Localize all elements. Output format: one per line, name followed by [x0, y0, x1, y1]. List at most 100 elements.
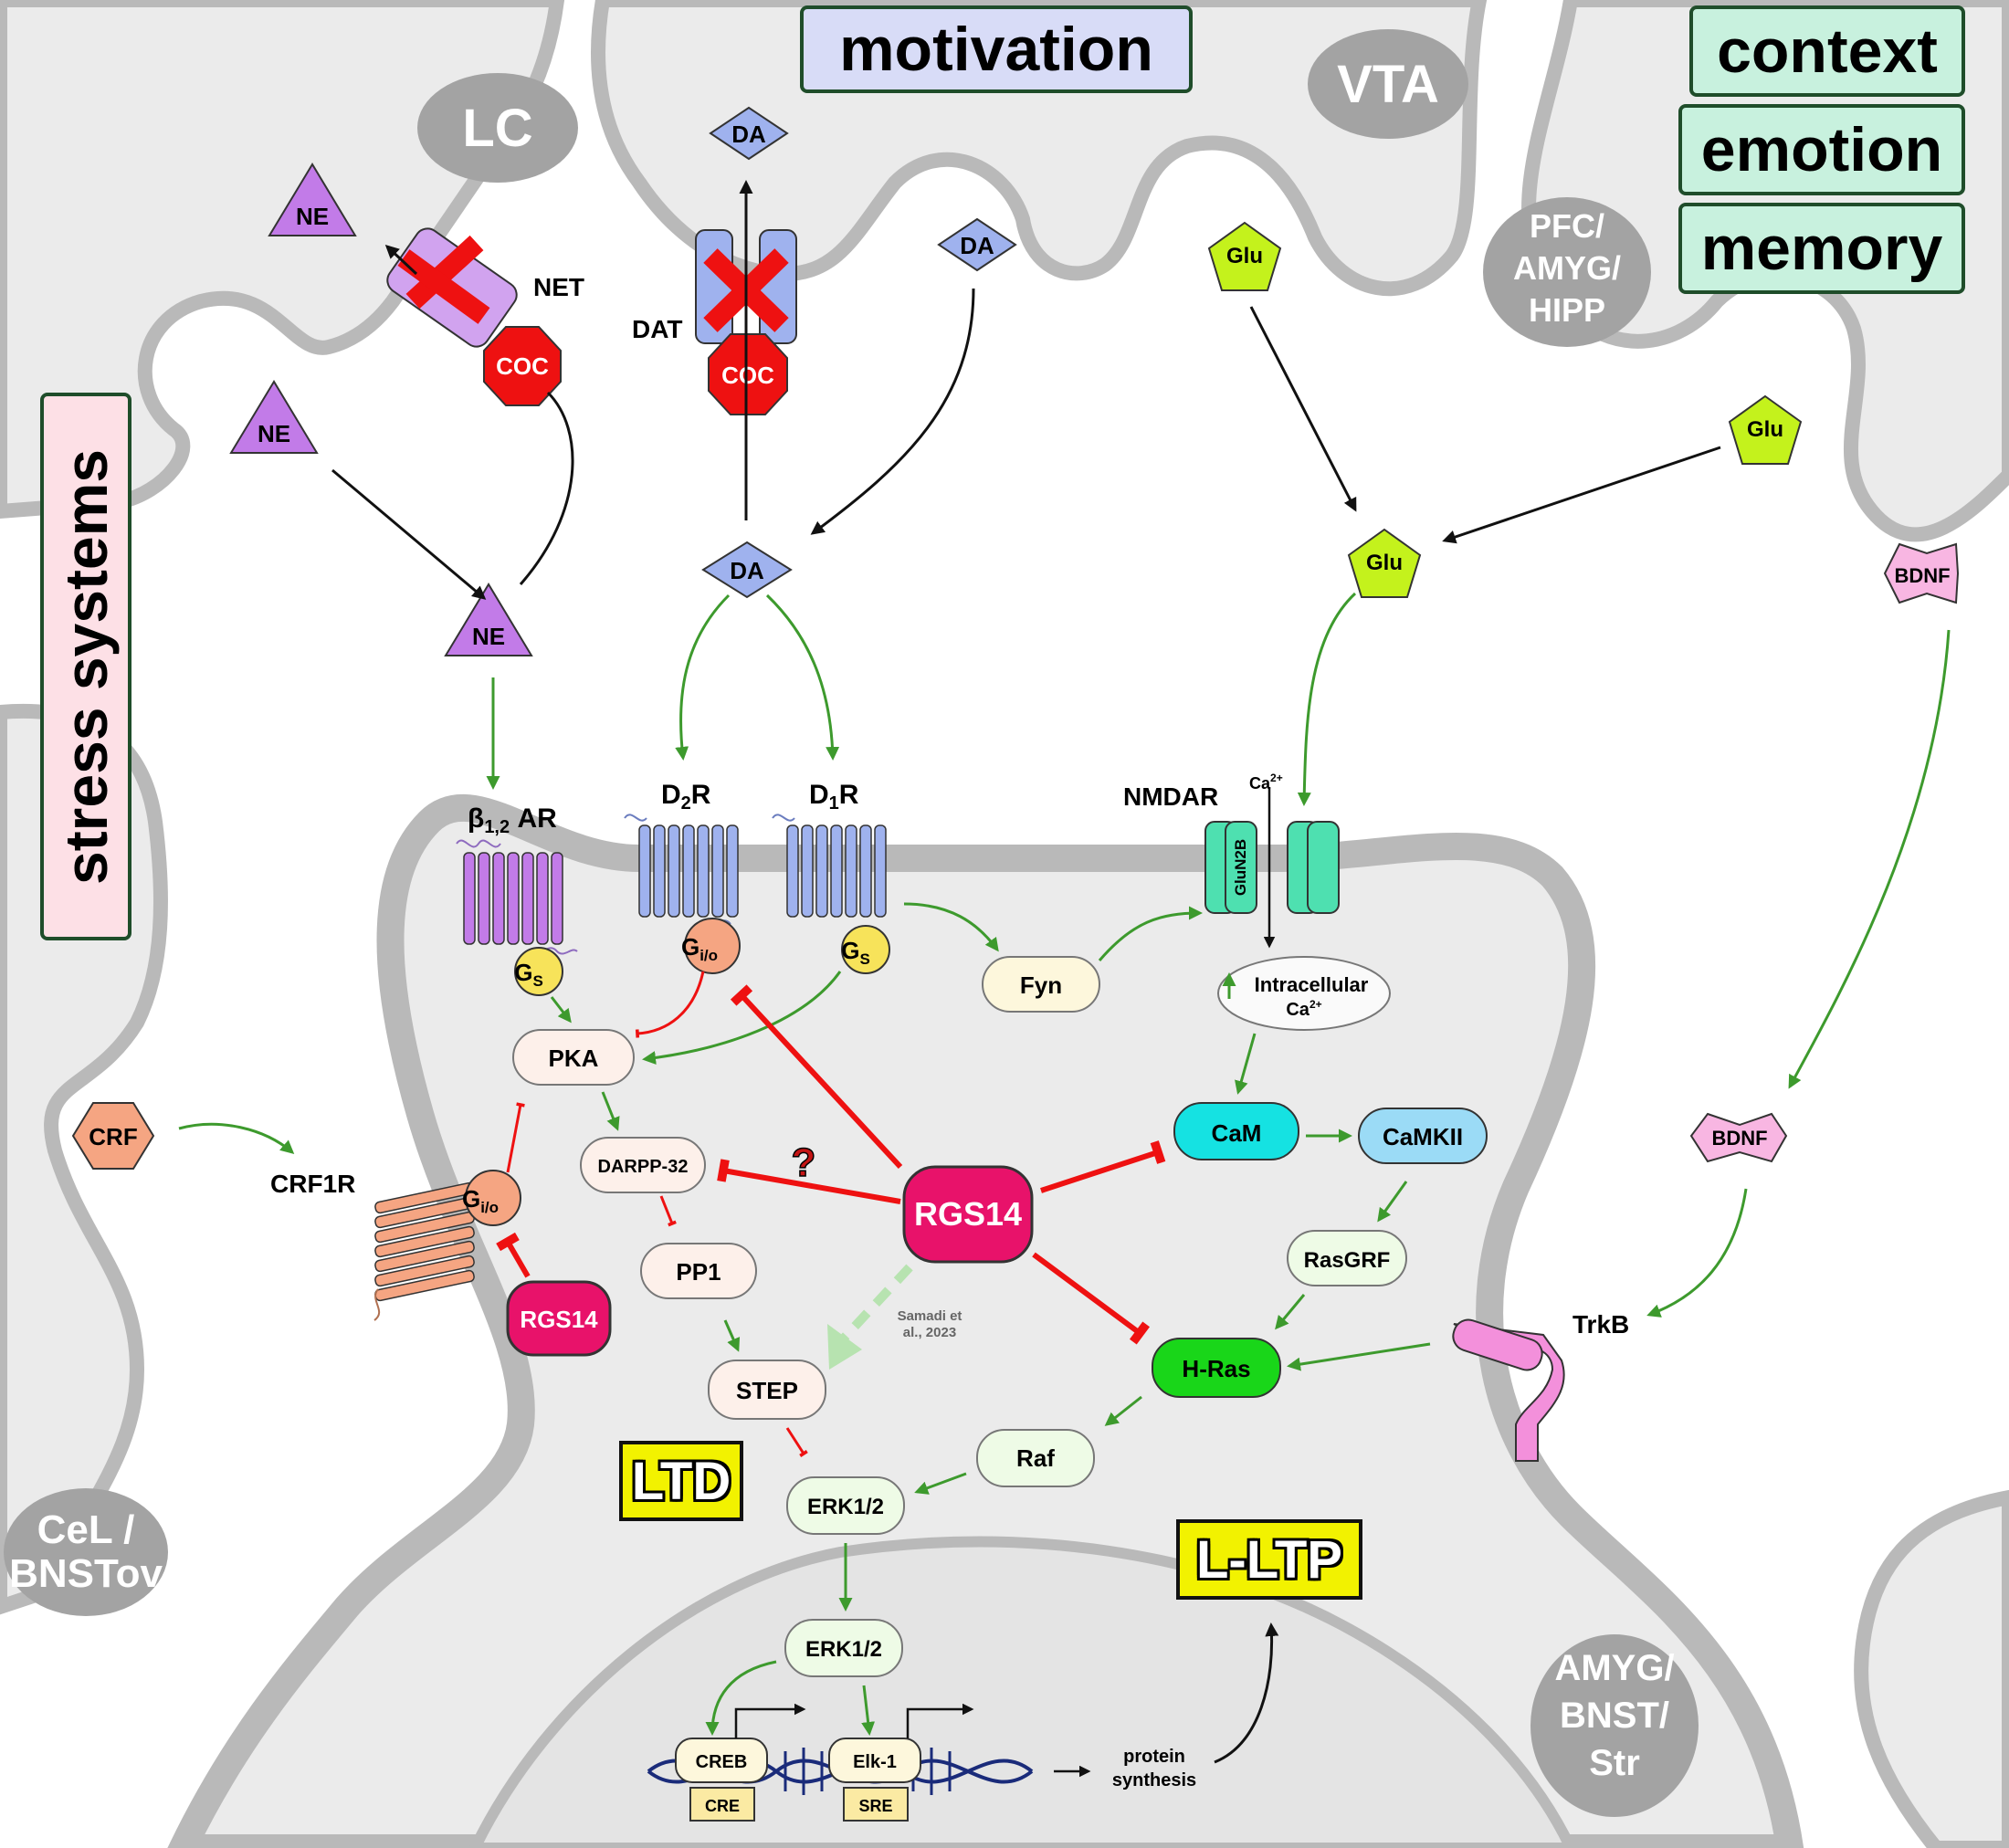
node-rgs14[interactable]: RGS14: [902, 1165, 1034, 1264]
dat-transporter: DAT: [632, 229, 797, 344]
bdnf-molecule: BDNF: [1689, 1112, 1788, 1163]
amyg-terminal: [1854, 1489, 2009, 1848]
svg-text:BNST/: BNST/: [1560, 1696, 1669, 1736]
svg-text:PP1: PP1: [676, 1258, 721, 1286]
node-pka: PKA: [512, 1029, 635, 1086]
question-mark: ?: [792, 1140, 816, 1185]
svg-text:Str: Str: [1589, 1743, 1640, 1783]
ne-molecule: NE: [444, 583, 533, 656]
da-molecule: DA: [937, 217, 1017, 272]
svg-text:PKA: PKA: [549, 1045, 599, 1072]
svg-text:STEP: STEP: [736, 1377, 798, 1404]
gio-protein: Gi/o: [681, 918, 741, 974]
svg-text:Glu: Glu: [1226, 244, 1263, 268]
net-transporter: NET: [386, 227, 584, 348]
ne-molecule: NE: [229, 380, 319, 454]
node-rgs14[interactable]: RGS14: [506, 1280, 612, 1357]
bdnf-molecule: BDNF: [1883, 542, 1960, 604]
svg-text:PFC/: PFC/: [1530, 207, 1604, 245]
coc-marker: COC: [483, 326, 562, 406]
l-ltp-label: L-LTP: [1176, 1519, 1362, 1600]
region-lc-label: LC: [462, 99, 532, 158]
da-molecule: DA: [701, 541, 793, 599]
crf-to-crf1r-arrow: [178, 1122, 295, 1154]
svg-text:RasGRF: RasGRF: [1304, 1248, 1391, 1273]
region-vta-label: VTA: [1337, 55, 1439, 114]
trkb-receptor: TrkB: [1452, 1310, 1629, 1462]
node-h-ras: H-Ras: [1152, 1338, 1281, 1398]
glu-molecule: Glu: [1728, 394, 1803, 465]
svg-text:Glu: Glu: [1747, 417, 1783, 442]
svg-text:synthesis: synthesis: [1112, 1770, 1196, 1790]
svg-text:Ca2+: Ca2+: [1249, 772, 1283, 793]
svg-text:DA: DA: [960, 232, 994, 259]
node-intracellular-ca: Intracellular Ca2+: [1217, 956, 1391, 1031]
region-amyg-bnst-str: AMYG/ BNST/ Str: [1530, 1634, 1699, 1817]
svg-text:BNSTov: BNSTov: [9, 1551, 163, 1596]
ne-release-arrow: [331, 468, 487, 600]
ne-reuptake-arrow: [384, 244, 418, 276]
node-fyn: Fyn: [982, 956, 1100, 1013]
d2-receptor: D2R: [624, 780, 739, 927]
motivation-header: motivation: [800, 5, 1193, 93]
region-cel-bnstov: CeL / BNSTov: [4, 1488, 168, 1616]
svg-text:CRE: CRE: [705, 1797, 740, 1815]
svg-text:Elk-1: Elk-1: [853, 1752, 897, 1772]
glu-molecule: Glu: [1347, 528, 1422, 598]
svg-text:NMDAR: NMDAR: [1123, 782, 1218, 811]
svg-text:CeL /: CeL /: [37, 1507, 135, 1552]
bdnf-to-trkb-arrow: [1646, 1188, 1748, 1318]
node-camkii: CaMKII: [1358, 1108, 1488, 1164]
crf1-receptor: CRF1R: [270, 1170, 475, 1321]
svg-text:BDNF: BDNF: [1711, 1127, 1767, 1150]
svg-text:NE: NE: [296, 203, 329, 230]
memory-header: memory: [1678, 203, 1965, 294]
node-elk-1: Elk-1 SRE: [828, 1738, 921, 1822]
svg-text:AMYG/: AMYG/: [1554, 1648, 1674, 1688]
gs-protein: GS: [841, 925, 890, 974]
context-header: context: [1689, 5, 1965, 97]
svg-text:DARPP-32: DARPP-32: [598, 1157, 689, 1177]
coc-marker: COC: [708, 333, 788, 415]
svg-text:RGS14: RGS14: [914, 1195, 1022, 1233]
node-erk-nuclear: ERK1/2: [784, 1619, 903, 1677]
svg-text:D1R: D1R: [809, 780, 859, 814]
gs-protein: GS: [514, 947, 563, 996]
da-release-arrow: [810, 288, 975, 535]
svg-text:SRE: SRE: [858, 1797, 892, 1815]
svg-text:Gi/o: Gi/o: [462, 1185, 499, 1216]
node-pp1: PP1: [640, 1243, 757, 1299]
svg-text:ERK1/2: ERK1/2: [805, 1637, 882, 1662]
svg-text:al., 2023: al., 2023: [903, 1325, 956, 1340]
ne-molecule: NE: [268, 163, 357, 236]
emotion-header: emotion: [1678, 104, 1965, 195]
node-raf: Raf: [976, 1429, 1095, 1487]
da-molecule: DA: [709, 106, 789, 161]
svg-text:GluN2B: GluN2B: [1232, 839, 1249, 896]
region-lc: LC: [417, 73, 578, 183]
svg-text:RGS14: RGS14: [520, 1306, 598, 1333]
transcription-arrow: [906, 1703, 974, 1738]
svg-text:HIPP: HIPP: [1529, 291, 1605, 329]
svg-text:CREB: CREB: [696, 1752, 748, 1772]
glu-release-arrow: [1249, 306, 1357, 512]
stimulatory-arrows: [550, 902, 1431, 1736]
node-erk: ERK1/2: [786, 1476, 905, 1535]
node-darpp-32: DARPP-32: [580, 1137, 706, 1193]
svg-text:Ca2+: Ca2+: [1286, 998, 1321, 1020]
svg-text:β1,2 AR: β1,2 AR: [468, 803, 557, 837]
node-cam: CaM: [1173, 1102, 1299, 1160]
svg-text:CaM: CaM: [1212, 1119, 1262, 1147]
da-to-d2r-arrow: [675, 593, 731, 761]
da-to-d1r-arrow: [765, 593, 840, 761]
inhibitory-lines: [496, 971, 1166, 1457]
svg-text:Intracellular: Intracellular: [1255, 973, 1369, 996]
node-rasgrf: RasGRF: [1287, 1230, 1407, 1286]
svg-text:CaMKII: CaMKII: [1383, 1123, 1463, 1150]
glu-release-arrow: [1442, 446, 1721, 544]
svg-text:GS: GS: [514, 959, 543, 990]
gio-protein: Gi/o: [462, 1170, 521, 1226]
svg-text:DA: DA: [730, 557, 764, 584]
nmda-receptor: GluN2B NMDAR Ca2+: [1123, 772, 1340, 949]
protein-to-lltp-arrow: [1214, 1622, 1279, 1764]
